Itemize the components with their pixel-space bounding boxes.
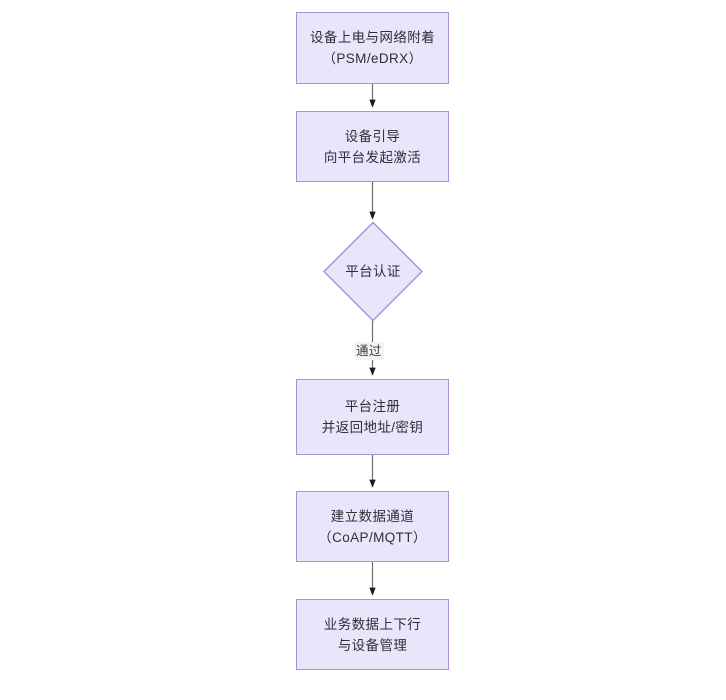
node-platform-register-label: 平台注册 并返回地址/密钥 xyxy=(321,399,424,435)
node-business-data-and-device-management-label: 业务数据上下行 与设备管理 xyxy=(323,616,422,653)
edge-label-pass: 通过 xyxy=(354,342,384,360)
decision-node-shape-platform-auth[interactable] xyxy=(323,221,423,322)
node-business-data-and-device-management[interactable]: 业务数据上下行 与设备管理 xyxy=(296,599,449,670)
node-platform-register[interactable]: 平台注册 并返回地址/密钥 xyxy=(296,379,449,455)
node-platform-auth[interactable]: 平台认证 xyxy=(324,222,422,320)
node-device-power-on[interactable]: 设备上电与网络附着 （PSM/eDRX） xyxy=(296,12,449,84)
node-establish-data-channel[interactable]: 建立数据通道 （CoAP/MQTT） xyxy=(296,491,449,562)
node-establish-data-channel-label: 建立数据通道 （CoAP/MQTT） xyxy=(318,508,427,545)
node-device-bootstrap[interactable]: 设备引导 向平台发起激活 xyxy=(296,111,449,182)
node-device-bootstrap-label: 设备引导 向平台发起激活 xyxy=(323,128,422,165)
node-device-power-on-label: 设备上电与网络附着 （PSM/eDRX） xyxy=(309,30,436,66)
node-platform-auth-label: 平台认证 xyxy=(345,263,401,279)
